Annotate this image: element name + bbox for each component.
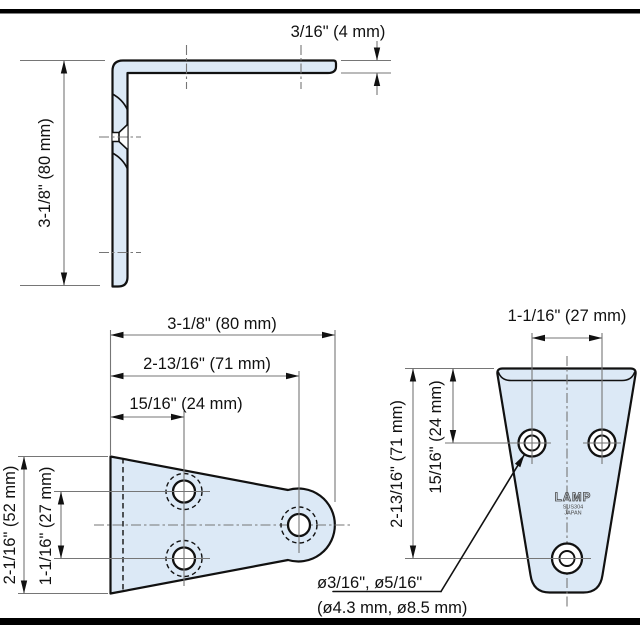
front-view: LAMP SUS304 JAPAN [496,356,637,608]
plan-hole-span-dimension: 2-13/16" (71 mm) [110,355,300,553]
stamp-brand: LAMP [555,492,592,504]
top-rule [0,9,640,14]
arrowhead [20,456,28,470]
break-curve-lower [111,152,129,170]
side-view [99,45,338,288]
arrowhead [532,334,545,342]
dimension-label: 15/16" (24 mm) [427,380,445,493]
hole-diameter-note: ø3/16", ø5/16" (ø4.3 mm, ø8.5 mm) [317,453,526,617]
plan-depth-dimension: 2-1/16" (52 mm) [1,455,108,595]
arrowhead [373,47,381,61]
dimension-label: 2-13/16" (71 mm) [388,400,406,528]
front-hole-span-dimension: 1-1/16" (27 mm) [508,307,627,464]
arrowhead [322,331,335,339]
dimension-label: 2-13/16" (71 mm) [143,355,271,373]
break-curve-upper [111,93,129,111]
maker-stamp: LAMP SUS304 JAPAN [554,492,592,517]
countersink-circle [280,506,318,544]
arrowhead [449,368,457,382]
arrowhead [409,545,417,559]
dimension-label: 2-1/16" (52 mm) [1,466,19,585]
arrowhead [171,413,184,421]
plan-width-dimension: 3-1/8" (80 mm) [109,315,336,502]
arrowhead [286,372,299,380]
dimension-label: 3-1/8" (80 mm) [167,315,276,333]
arrowhead [57,545,65,559]
arrowhead [449,430,457,443]
stamp-origin: JAPAN [564,511,581,517]
arrowhead [57,491,65,505]
bottom-rule [0,618,640,625]
arrowhead [110,413,124,421]
plan-hole-offset-dimension: 15/16" (24 mm) [110,395,243,586]
arrowhead [589,334,602,342]
arrowhead [60,272,68,286]
leader-line [440,453,526,593]
dimension-label: 1-1/16" (27 mm) [508,307,627,325]
side-thickness-dimension: 3/16" (4 mm) [291,23,391,95]
stamp-material: SUS304 [563,505,584,511]
arrowhead [20,580,28,594]
arrowhead [110,331,124,339]
arrowhead [373,73,381,86]
front-hole-offset-dimension: 15/16" (24 mm) [427,368,513,494]
arrowhead [60,60,68,74]
side-profile-outline [111,59,338,288]
front-bottom-hole-dimension: 2-13/16" (71 mm) [388,367,591,560]
note-line-2: (ø4.3 mm, ø8.5 mm) [317,599,467,617]
dimension-label: 3/16" (4 mm) [291,23,386,41]
dimension-label: 3-1/8" (80 mm) [36,118,54,227]
plan-hole-gap-dimension: 1-1/16" (27 mm) [37,467,158,586]
dimension-label: 1-1/16" (27 mm) [37,467,55,586]
note-line-1: ø3/16", ø5/16" [317,574,422,592]
arrowhead [110,372,124,380]
arrowhead [409,368,417,382]
leader-arrowhead [514,454,525,468]
dimension-label: 15/16" (24 mm) [129,395,242,413]
plan-view [94,455,353,595]
side-height-dimension: 3-1/8" (80 mm) [20,59,105,287]
